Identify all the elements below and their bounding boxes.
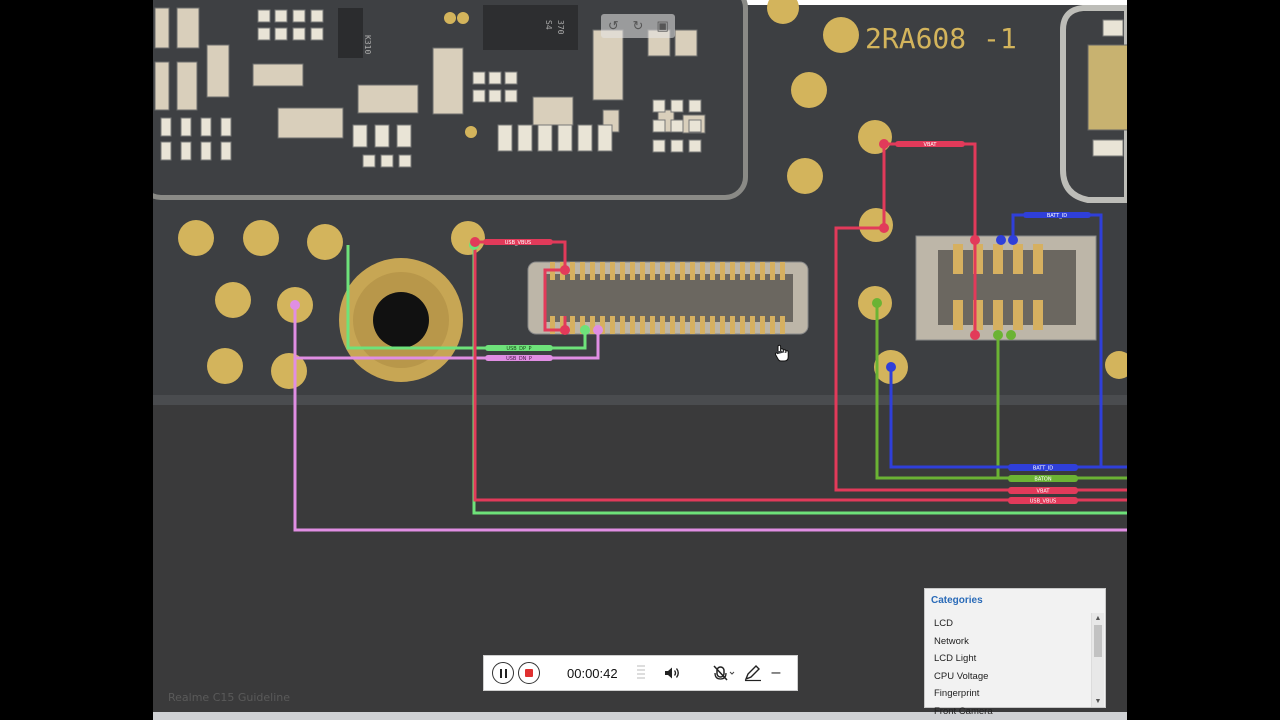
category-item-lcd-light[interactable]: LCD Light <box>934 653 977 665</box>
category-item-front-camera[interactable]: Front Camera <box>934 705 993 717</box>
signal-label: VBAT <box>924 142 938 148</box>
categories-panel: Categories LCD Network LCD Light CPU Vol… <box>924 588 1106 717</box>
pcb-board-image: K310 370 S4 2RA608 -1 <box>153 0 1127 720</box>
stop-icon <box>525 669 533 677</box>
battery-connector <box>915 235 1097 341</box>
category-item-fingerprint[interactable]: Fingerprint <box>934 688 980 700</box>
signal-label: VBAT <box>1037 489 1051 495</box>
stop-button[interactable] <box>518 662 540 684</box>
ic-chip <box>483 5 578 50</box>
signal-label: BATON <box>1034 477 1051 483</box>
pause-button[interactable] <box>492 662 514 684</box>
category-item-cpu-voltage[interactable]: CPU Voltage <box>934 670 989 682</box>
watermark-text: Realme C15 Guideline <box>168 691 291 704</box>
recording-timer: 00:00:42 <box>567 665 618 681</box>
signal-label: USB_VBUS <box>505 240 531 246</box>
chip-marking: 370 <box>556 20 565 35</box>
pause-icon <box>499 668 507 678</box>
categories-scrollbar[interactable]: ▲ ▼ <box>1091 613 1104 707</box>
fullscreen-icon[interactable]: ▣ <box>656 18 669 33</box>
chip-marking: K310 <box>363 35 372 54</box>
board-marking: 2RA608 -1 <box>865 22 1017 55</box>
scroll-down-icon[interactable]: ▼ <box>1094 698 1102 705</box>
chip-marking: S4 <box>544 20 553 30</box>
image-toolbar: ↺ ↻ ▣ <box>601 14 675 38</box>
categories-list: LCD Network LCD Light CPU Voltage Finger… <box>925 615 1091 720</box>
status-strip <box>153 712 1127 720</box>
volume-icon[interactable] <box>663 664 681 682</box>
rotate-right-icon[interactable]: ↻ <box>632 18 644 33</box>
signal-label: USB_VBUS <box>1030 499 1056 505</box>
signal-label: BATT_ID <box>1033 466 1053 472</box>
minimize-icon[interactable]: – <box>771 664 781 681</box>
hand-cursor-icon <box>774 344 789 362</box>
drag-handle[interactable] <box>637 665 645 681</box>
trace-batt-id <box>1011 213 1127 469</box>
signal-label: USB_DN_P <box>506 356 532 362</box>
screen-recorder-toolbar: 00:00:42 – <box>483 655 798 691</box>
category-item-lcd[interactable]: LCD <box>934 618 954 629</box>
signal-label: BATT_ID <box>1047 213 1067 219</box>
pen-icon[interactable] <box>743 664 763 682</box>
schematic-viewer: K310 370 S4 2RA608 -1 <box>153 0 1127 720</box>
categories-title: Categories <box>931 595 983 606</box>
rotate-left-icon[interactable]: ↺ <box>607 18 619 33</box>
scroll-up-icon[interactable]: ▲ <box>1094 615 1102 622</box>
signal-label: USB_DP_P <box>506 346 531 352</box>
webcam-off-icon[interactable] <box>713 664 737 682</box>
trace-usb-dm <box>293 305 1127 532</box>
category-item-network[interactable]: Network <box>934 635 969 647</box>
ic-chip <box>338 8 363 58</box>
usb-connector <box>527 261 809 335</box>
scroll-thumb[interactable] <box>1094 625 1102 657</box>
